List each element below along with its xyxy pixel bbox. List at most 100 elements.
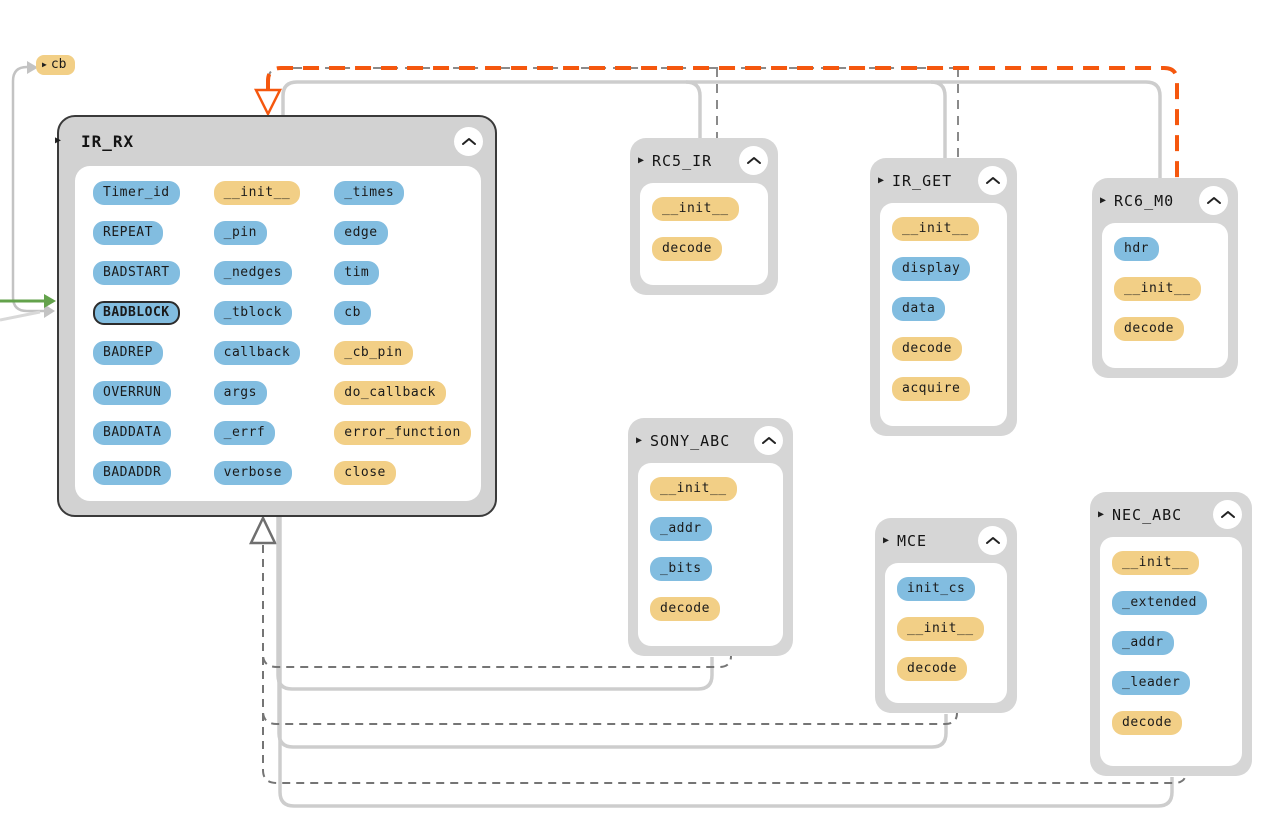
class-title-RC6_M0: RC6_M0 bbox=[1114, 191, 1175, 210]
class-title-SONY_ABC: SONY_ABC bbox=[650, 431, 731, 450]
class-box-IR_GET: ▶ IR_GET __init__display data decode acquir… bbox=[870, 158, 1017, 436]
member-pill-error_function[interactable]: error_function bbox=[334, 421, 471, 445]
class-title-MCE: MCE bbox=[897, 531, 928, 550]
member-pill-args[interactable]: args bbox=[213, 381, 267, 405]
badge-label: cb bbox=[50, 57, 67, 72]
member-pill-_nedges[interactable]: _nedges bbox=[213, 261, 292, 285]
chevron-up-icon bbox=[461, 138, 476, 145]
edge-cb-reference bbox=[11, 65, 44, 313]
member-pill-verbose[interactable]: verbose bbox=[213, 461, 292, 485]
orange-arrowhead-icon bbox=[253, 88, 283, 117]
member-list-RC5_IR: __init__decode bbox=[640, 183, 768, 285]
chevron-up-icon bbox=[1220, 511, 1235, 518]
member-list-IR_GET: __init__display data decode acquire bbox=[880, 203, 1007, 426]
inheritance-arrowhead-icon bbox=[249, 515, 277, 545]
collapse-button[interactable] bbox=[754, 426, 783, 455]
member-pill-OVERRUN[interactable]: OVERRUN bbox=[93, 381, 172, 405]
green-arrowhead-icon bbox=[44, 294, 56, 308]
member-pill-BADSTART[interactable]: BADSTART bbox=[93, 261, 180, 285]
member-pill-BADADDR[interactable]: BADADDR bbox=[93, 461, 172, 485]
class-header-RC6_M0[interactable]: ▶ RC6_M0 bbox=[1092, 178, 1238, 223]
edge-badblock-faint-gray bbox=[0, 310, 41, 322]
member-pill-decode[interactable]: decode bbox=[650, 597, 720, 621]
expand-triangle-icon: ▶ bbox=[636, 434, 643, 446]
collapse-button[interactable] bbox=[1213, 500, 1242, 529]
member-pill-acquire[interactable]: acquire bbox=[892, 377, 971, 401]
class-box-RC5_IR: ▶ RC5_IR __init__decode bbox=[630, 138, 778, 295]
chevron-up-icon bbox=[1206, 197, 1221, 204]
class-header-SONY_ABC[interactable]: ▶ SONY_ABC bbox=[628, 418, 793, 463]
member-list-RC6_M0: hdr __init__decode bbox=[1102, 223, 1228, 368]
collapse-button[interactable] bbox=[1199, 186, 1228, 215]
member-pill-_errf[interactable]: _errf bbox=[213, 421, 276, 445]
expand-triangle-icon: ▶ bbox=[638, 154, 645, 166]
collapse-button[interactable] bbox=[454, 127, 483, 156]
member-pill-_tblock[interactable]: _tblock bbox=[213, 301, 292, 325]
member-pill-__init__[interactable]: __init__ bbox=[213, 181, 301, 205]
class-box-RC6_M0: ▶ RC6_M0 hdr __init__decode bbox=[1092, 178, 1238, 378]
member-pill-_times[interactable]: _times bbox=[334, 181, 405, 205]
class-header-IR_GET[interactable]: ▶ IR_GET bbox=[870, 158, 1017, 203]
member-pill-decode[interactable]: decode bbox=[1114, 317, 1184, 341]
member-pill-__init__[interactable]: __init__ bbox=[650, 477, 737, 501]
member-pill-BADDATA[interactable]: BADDATA bbox=[93, 421, 172, 445]
member-pill-__init__[interactable]: __init__ bbox=[652, 197, 739, 221]
member-pill-display[interactable]: display bbox=[892, 257, 971, 281]
class-title-RC5_IR: RC5_IR bbox=[652, 151, 713, 170]
chevron-up-icon bbox=[985, 537, 1000, 544]
member-list-MCE: init_cs __init__decode bbox=[885, 563, 1007, 703]
member-pill-_addr[interactable]: _addr bbox=[1112, 631, 1174, 655]
collapse-button[interactable] bbox=[739, 146, 768, 175]
member-pill-data[interactable]: data bbox=[892, 297, 946, 321]
member-pill-__init__[interactable]: __init__ bbox=[1112, 551, 1199, 575]
chevron-up-icon bbox=[985, 177, 1000, 184]
class-header-MCE[interactable]: ▶ MCE bbox=[875, 518, 1017, 563]
member-pill-__init__[interactable]: __init__ bbox=[892, 217, 979, 241]
member-pill-_leader[interactable]: _leader bbox=[1112, 671, 1191, 695]
member-pill-do_callback[interactable]: do_callback bbox=[334, 381, 446, 405]
edge-bottom-solid-mce bbox=[277, 517, 948, 749]
member-pill-_pin[interactable]: _pin bbox=[213, 221, 267, 245]
member-pill-_extended[interactable]: _extended bbox=[1112, 591, 1207, 615]
member-pill-hdr[interactable]: hdr bbox=[1114, 237, 1159, 261]
member-pill-Timer_id[interactable]: Timer_id bbox=[93, 181, 180, 205]
member-pill-BADBLOCK[interactable]: BADBLOCK bbox=[93, 301, 180, 325]
member-pill-tim[interactable]: tim bbox=[334, 261, 380, 285]
member-pill-__init__[interactable]: __init__ bbox=[1114, 277, 1201, 301]
class-header-NEC_ABC[interactable]: ▶ NEC_ABC bbox=[1090, 492, 1252, 537]
member-pill-BADREP[interactable]: BADREP bbox=[93, 341, 163, 365]
member-pill-init_cs[interactable]: init_cs bbox=[897, 577, 976, 601]
expand-triangle-icon: ▶ bbox=[1100, 194, 1107, 206]
edge-top-solid-branch-irget bbox=[930, 80, 947, 160]
member-pill-decode[interactable]: decode bbox=[892, 337, 962, 361]
member-pill-callback[interactable]: callback bbox=[213, 341, 301, 365]
member-pill-cb[interactable]: cb bbox=[334, 301, 371, 325]
collapse-button[interactable] bbox=[978, 166, 1007, 195]
member-pill-decode[interactable]: decode bbox=[1112, 711, 1182, 735]
expand-triangle-icon: ▶ bbox=[42, 59, 47, 69]
member-pill-decode[interactable]: decode bbox=[652, 237, 722, 261]
member-column-2: __init__ _pin _nedges _tblock callback args _e… bbox=[213, 181, 301, 485]
member-pill-_addr[interactable]: _addr bbox=[650, 517, 712, 541]
member-pill-close[interactable]: close bbox=[334, 461, 396, 485]
expand-triangle-icon: ▶ bbox=[878, 174, 885, 186]
member-pill-edge[interactable]: edge bbox=[334, 221, 388, 245]
member-pill-_cb_pin[interactable]: _cb_pin bbox=[334, 341, 413, 365]
class-header-IR_RX[interactable]: ▶ IR_RX bbox=[55, 117, 495, 164]
member-pill-REPEAT[interactable]: REPEAT bbox=[93, 221, 163, 245]
floating-member-badge-cb[interactable]: ▶ cb bbox=[36, 55, 76, 75]
member-pill-_bits[interactable]: _bits bbox=[650, 557, 712, 581]
edge-top-solid-branch-rc5 bbox=[685, 80, 702, 140]
class-title-IR_RX: IR_RX bbox=[81, 132, 135, 151]
member-pill-__init__[interactable]: __init__ bbox=[897, 617, 984, 641]
collapse-button[interactable] bbox=[978, 526, 1007, 555]
class-header-RC5_IR[interactable]: ▶ RC5_IR bbox=[630, 138, 778, 183]
member-pill-decode[interactable]: decode bbox=[897, 657, 967, 681]
